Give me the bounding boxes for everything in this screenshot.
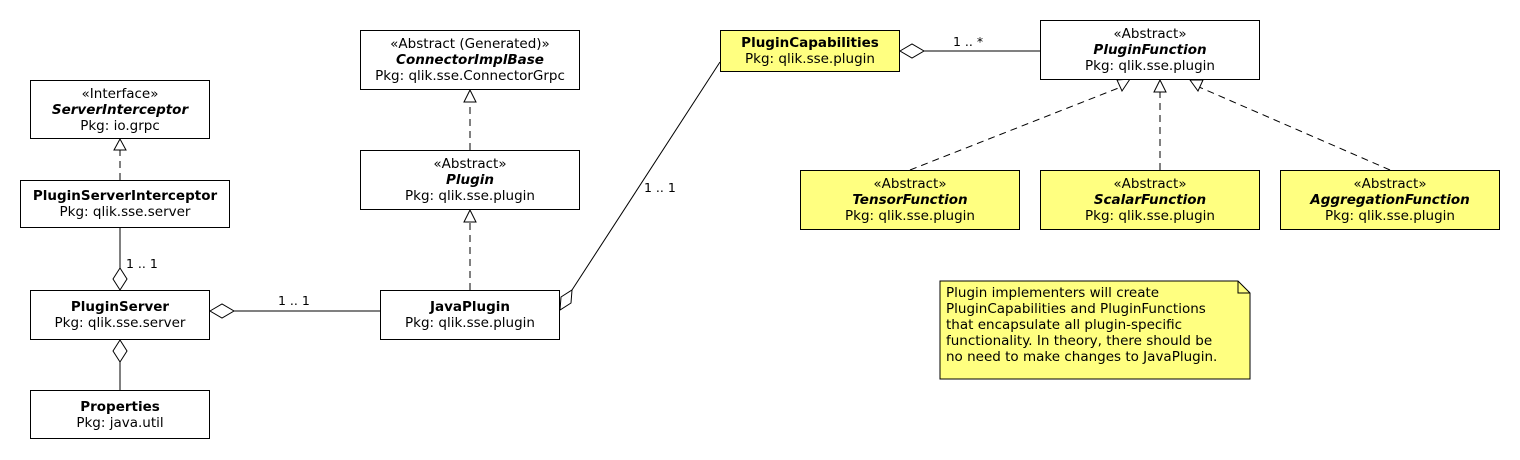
note-line: Plugin implementers will create xyxy=(946,285,1160,301)
class-name: PluginServerInterceptor xyxy=(32,188,218,204)
stereotype: «Abstract (Generated)» xyxy=(390,36,550,52)
class-connector-impl-base: «Abstract (Generated)» ConnectorImplBase… xyxy=(360,30,580,90)
aggregation-diamond-javaplugin xyxy=(209,303,235,319)
stereotype: «Interface» xyxy=(81,85,159,102)
class-plugin-capabilities: PluginCapabilities Pkg: qlik.sse.plugin xyxy=(720,30,900,72)
note-shape xyxy=(939,280,1251,380)
note-line: that encapsulate all plugin-specific xyxy=(946,317,1183,333)
package-label: Pkg: qlik.sse.plugin xyxy=(405,188,535,204)
aggregation-diamond-function xyxy=(899,43,925,59)
realization-arrow-javaplugin xyxy=(463,208,477,223)
realization-arrow-tensor xyxy=(1116,78,1131,93)
stereotype: «Abstract» xyxy=(1113,26,1187,42)
class-plugin-server-interceptor: PluginServerInterceptor Pkg: qlik.sse.se… xyxy=(20,180,230,228)
class-name: ServerInterceptor xyxy=(51,101,189,118)
package-label: Pkg: io.grpc xyxy=(80,117,160,134)
multiplicity-server-plugin: 1 .. 1 xyxy=(278,293,310,308)
package-label: Pkg: qlik.sse.plugin xyxy=(745,51,875,67)
note-line: no need to make changes to JavaPlugin. xyxy=(946,349,1218,365)
class-plugin-function: «Abstract» PluginFunction Pkg: qlik.sse.… xyxy=(1040,20,1260,80)
realization-arrow-aggregation xyxy=(1189,79,1204,92)
aggregation-diamond-capabilities xyxy=(559,289,573,311)
note-line: functionality. In theory, there should b… xyxy=(946,333,1213,349)
aggregation-capabilities-line xyxy=(571,61,721,291)
realization-aggregation xyxy=(1198,86,1391,171)
note-fold xyxy=(1237,281,1250,294)
class-name: Properties xyxy=(80,398,160,415)
package-label: Pkg: qlik.sse.server xyxy=(59,204,191,220)
multiplicity-plugin-capabilities: 1 .. 1 xyxy=(644,180,676,195)
stereotype: «Abstract» xyxy=(873,176,947,192)
package-label: Pkg: qlik.sse.ConnectorGrpc xyxy=(375,68,565,84)
realization-arrow-plugin-base xyxy=(463,88,477,103)
package-label: Pkg: java.util xyxy=(76,414,164,431)
package-label: Pkg: qlik.sse.plugin xyxy=(845,208,975,224)
class-name: AggregationFunction xyxy=(1310,192,1470,208)
class-properties: Properties Pkg: java.util xyxy=(30,390,210,439)
class-name: JavaPlugin xyxy=(429,299,511,315)
package-label: Pkg: qlik.sse.plugin xyxy=(1085,58,1215,74)
package-label: Pkg: qlik.sse.plugin xyxy=(1085,208,1215,224)
design-note: Plugin implementers will create PluginCa… xyxy=(940,281,1240,379)
class-name: TensorFunction xyxy=(852,192,968,208)
aggregation-diamond-properties xyxy=(112,339,128,363)
stereotype: «Abstract» xyxy=(1353,176,1427,192)
class-aggregation-function: «Abstract» AggregationFunction Pkg: qlik… xyxy=(1280,170,1500,230)
multiplicity-interceptor: 1 .. 1 xyxy=(126,256,158,271)
class-server-interceptor: «Interface» ServerInterceptor Pkg: io.gr… xyxy=(30,80,210,139)
package-label: Pkg: qlik.sse.server xyxy=(54,315,186,331)
multiplicity-capabilities-function: 1 .. * xyxy=(953,34,983,49)
realization-arrow-scalar xyxy=(1153,78,1167,93)
stereotype: «Abstract» xyxy=(433,156,507,172)
class-name: Plugin xyxy=(445,172,495,188)
class-scalar-function: «Abstract» ScalarFunction Pkg: qlik.sse.… xyxy=(1040,170,1260,230)
class-name: ConnectorImplBase xyxy=(396,52,544,68)
aggregation-diamond-interceptor xyxy=(112,267,128,291)
class-name: ScalarFunction xyxy=(1093,192,1207,208)
class-plugin-server: PluginServer Pkg: qlik.sse.server xyxy=(30,290,210,340)
package-label: Pkg: qlik.sse.plugin xyxy=(405,315,535,331)
note-line: PluginCapabilities and PluginFunctions xyxy=(946,301,1206,317)
stereotype: «Abstract» xyxy=(1113,176,1187,192)
class-tensor-function: «Abstract» TensorFunction Pkg: qlik.sse.… xyxy=(800,170,1020,230)
realization-tensor xyxy=(909,86,1122,171)
class-plugin: «Abstract» Plugin Pkg: qlik.sse.plugin xyxy=(360,150,580,210)
class-name: PluginCapabilities xyxy=(741,35,879,51)
class-java-plugin: JavaPlugin Pkg: qlik.sse.plugin xyxy=(380,290,560,340)
package-label: Pkg: qlik.sse.plugin xyxy=(1325,208,1455,224)
realization-arrow-interceptor xyxy=(113,137,127,151)
class-name: PluginServer xyxy=(70,299,170,315)
class-name: PluginFunction xyxy=(1093,42,1207,58)
